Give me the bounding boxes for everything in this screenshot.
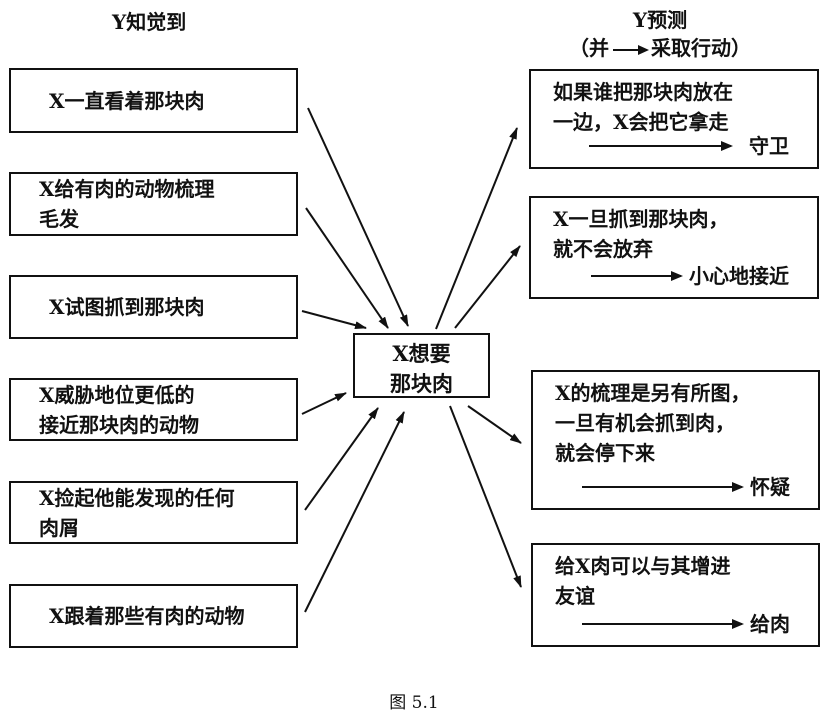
perception-text: X一直看着那块肉 — [49, 88, 205, 113]
arrow-center-to-right-3 — [467, 405, 522, 444]
perception-text: X跟着那些有肉的动物 — [49, 604, 245, 628]
inline-arrow-icon — [613, 44, 649, 55]
prediction-box-3: X的梳理是另有所图，一旦有机会抓到肉，就会停下来 怀疑 — [531, 370, 820, 510]
heading-prefix: （并 — [569, 36, 609, 60]
prediction-text: 如果谁把那块肉放在一边，X会把它拿走 — [553, 80, 733, 134]
arrow-left-4-to-center — [301, 392, 347, 415]
prediction-action: 给肉 — [582, 609, 790, 639]
perception-text: X威胁地位更低的接近那块肉的动物 — [39, 382, 199, 437]
action-label: 小心地接近 — [689, 264, 789, 288]
perception-box-3: X试图抓到那块肉 — [9, 275, 298, 339]
center-box-x-wants-meat: X想要那块肉 — [353, 333, 490, 398]
arrow-center-to-right-2 — [454, 245, 521, 329]
heading-y-predicts: Y预测 （并 采取行动） — [560, 6, 760, 62]
figure-caption: 图 5.1 — [389, 693, 439, 713]
arrow-left-3-to-center — [301, 310, 367, 330]
prediction-action: 小心地接近 — [591, 261, 789, 291]
perception-box-6: X跟着那些有肉的动物 — [9, 584, 298, 648]
center-text: X想要那块肉 — [390, 341, 453, 396]
arrow-left-2-to-center — [305, 207, 389, 329]
heading-suffix: 采取行动） — [651, 36, 751, 60]
heading-y-predicts-line2: （并 采取行动） — [560, 34, 760, 62]
arrow-left-5-to-center — [304, 407, 379, 511]
action-label: 怀疑 — [750, 475, 790, 499]
prediction-text: X一旦抓到那块肉，就不会放弃 — [553, 207, 729, 261]
prediction-text: 给X肉可以与其增进友谊 — [555, 554, 731, 608]
perception-text: X捡起他能发现的任何肉屑 — [39, 485, 235, 540]
prediction-box-1: 如果谁把那块肉放在一边，X会把它拿走 守卫 — [529, 69, 819, 169]
arrow-center-to-right-1 — [435, 127, 518, 330]
heading-y-predicts-line1: Y预测 — [632, 8, 688, 32]
action-label: 守卫 — [749, 134, 789, 158]
perception-box-1: X一直看着那块肉 — [9, 68, 298, 133]
prediction-action: 守卫 — [589, 131, 789, 161]
action-arrow-icon — [582, 482, 744, 492]
prediction-box-2: X一旦抓到那块肉，就不会放弃 小心地接近 — [529, 196, 819, 299]
arrow-left-1-to-center — [307, 107, 409, 327]
action-arrow-icon — [591, 271, 683, 281]
perception-box-5: X捡起他能发现的任何肉屑 — [9, 481, 298, 544]
perception-box-4: X威胁地位更低的接近那块肉的动物 — [9, 378, 298, 441]
prediction-action: 怀疑 — [582, 472, 790, 502]
action-arrow-icon — [589, 141, 733, 151]
perception-text: X试图抓到那块肉 — [49, 295, 205, 319]
action-arrow-icon — [582, 619, 744, 629]
action-label: 给肉 — [750, 612, 790, 636]
arrow-center-to-right-4 — [449, 405, 522, 588]
perception-text: X给有肉的动物梳理毛发 — [39, 177, 215, 231]
perception-box-2: X给有肉的动物梳理毛发 — [9, 172, 298, 236]
heading-y-perceives: Y知觉到 — [112, 10, 187, 34]
prediction-box-4: 给X肉可以与其增进友谊 给肉 — [531, 543, 820, 647]
prediction-text: X的梳理是另有所图，一旦有机会抓到肉，就会停下来 — [555, 381, 751, 465]
arrow-left-6-to-center — [304, 411, 405, 613]
